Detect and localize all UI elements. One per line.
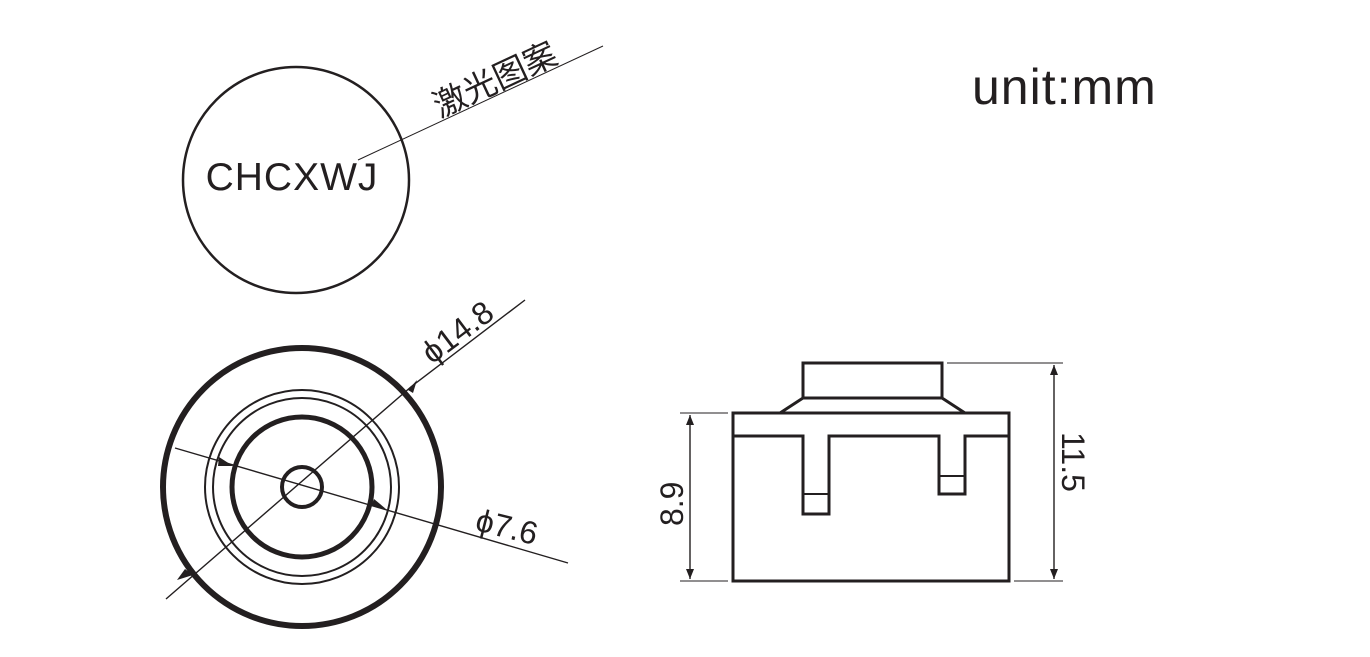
inner-rim-outer (204, 389, 400, 585)
center-hole (280, 465, 324, 509)
inner-boss (229, 414, 375, 560)
callout-label: 激光图案 (427, 35, 562, 124)
diameter-outer-label: ϕ14.8 (415, 294, 501, 371)
inner-rim-inner (212, 397, 392, 577)
diameter-inner-arrow-right (371, 499, 386, 509)
diameter-outer-line (165, 385, 413, 600)
diameter-outer-extension (411, 299, 526, 387)
bottom-view: ϕ14.8 ϕ7.6 (160, 294, 569, 629)
top-view: CHCXWJ 激光图案 (181, 35, 604, 295)
callout-leader-line (357, 45, 604, 161)
total-height-label: 11.5 (1055, 432, 1091, 492)
marking-text: CHCXWJ (206, 156, 379, 199)
cap-shoulder (779, 396, 966, 415)
diameter-outer-arrow-top (408, 380, 417, 393)
diameter-outer-arrow-bottom (177, 569, 193, 580)
top-view-outline (181, 65, 411, 295)
diameter-inner-label: ϕ7.6 (472, 502, 541, 552)
body-height-label: 8.9 (654, 482, 690, 526)
side-view: 8.9 11.5 (654, 361, 1091, 583)
clip-profile (733, 434, 1009, 516)
diameter-inner-arrow-left (218, 457, 233, 466)
cap-top (801, 361, 944, 400)
main-body (731, 411, 1011, 583)
unit-label: unit:mm (972, 59, 1157, 115)
outer-rim (160, 345, 444, 629)
